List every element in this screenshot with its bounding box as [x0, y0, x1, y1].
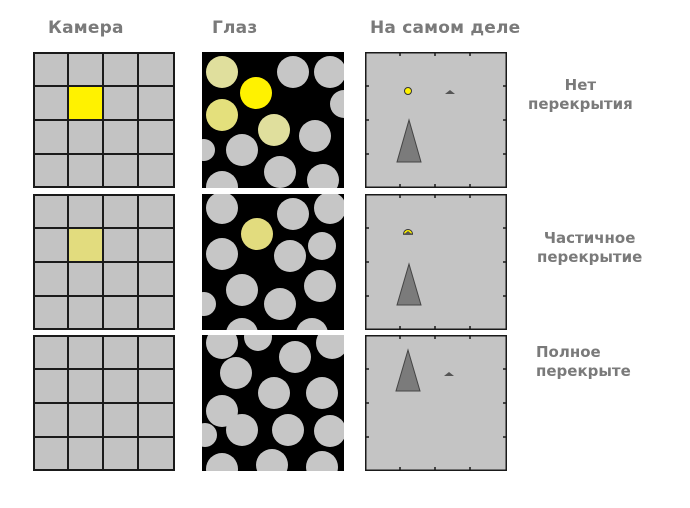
- big-triangle: [395, 348, 421, 392]
- label-no-overlap: Нет перекрытия: [528, 76, 633, 114]
- label-partial-overlap: Частичное перекрытие: [537, 229, 642, 267]
- label-partial-overlap-line2: перекрытие: [537, 248, 643, 266]
- header-reality: На самом деле: [370, 18, 521, 38]
- camera-grid-full-overlap: [33, 335, 175, 471]
- camera-pixel-lit: [68, 86, 103, 120]
- camera-grid-no-overlap: [33, 52, 175, 188]
- header-eye: Глаз: [212, 18, 258, 38]
- label-no-overlap-line1: Нет: [564, 76, 597, 94]
- label-no-overlap-line2: перекрытия: [528, 95, 633, 113]
- label-partial-overlap-line1: Частичное: [543, 229, 636, 247]
- label-full-overlap: Полное перекрыте: [536, 343, 631, 381]
- eye-mosaic-full-overlap: [202, 335, 344, 471]
- big-triangle: [396, 118, 422, 163]
- reality-partial-overlap: [365, 194, 507, 330]
- eye-mosaic-no-overlap: [202, 52, 344, 188]
- label-full-overlap-line1: Полное: [536, 343, 601, 361]
- small-triangle: [445, 90, 455, 94]
- camera-pixel-dim: [68, 228, 103, 262]
- half-dot-triangle: [403, 231, 413, 235]
- big-triangle: [396, 262, 422, 306]
- small-triangle: [444, 372, 454, 376]
- label-full-overlap-line2: перекрыте: [536, 362, 631, 380]
- reality-full-overlap: [365, 335, 507, 471]
- eye-mosaic-partial-overlap: [202, 194, 344, 330]
- reality-no-overlap: [365, 52, 507, 188]
- header-camera: Камера: [48, 18, 124, 38]
- yellow-dot: [404, 87, 412, 95]
- camera-grid-partial-overlap: [33, 194, 175, 330]
